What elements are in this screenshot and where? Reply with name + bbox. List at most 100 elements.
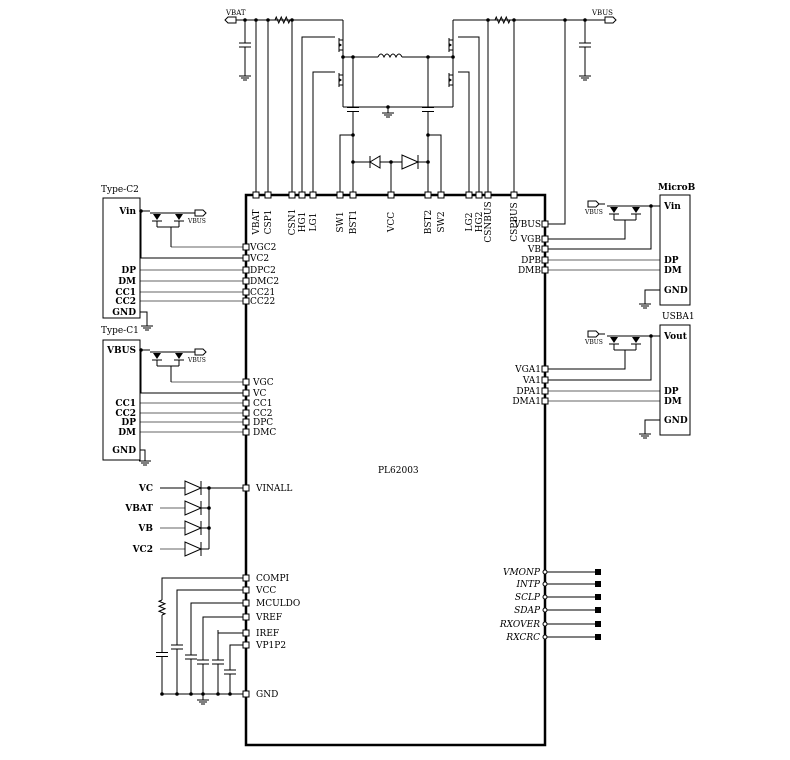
test-point [595,594,601,600]
pin-pad [242,418,250,426]
pin-pad [387,191,395,199]
junction-dot [426,133,430,137]
pin-pad [242,428,250,436]
pin-label-bst1: BST1 [349,210,359,235]
junction-dot [290,18,294,22]
pin-label-cspbus: CSPBUS [510,202,520,241]
microb-pin-dm: DM [664,266,682,276]
pin-pad [336,191,344,199]
pin-pad [541,235,549,243]
type-c1-pin-dm: DM [118,428,136,438]
junction-dot [254,18,258,22]
signal-intp: INTP [516,580,541,590]
pin-pad [242,378,250,386]
test-point [595,607,601,613]
pin-label-dpb: DPB [521,256,541,266]
pin-pad [510,191,518,199]
pin-label-lg2: LG2 [465,213,475,232]
pin-pad [541,245,549,253]
inductor [377,53,403,59]
resistor [274,15,291,25]
pin-label-dmc2: DMC2 [250,277,279,287]
signal-rxcrc: RXCRC [505,633,540,643]
mosfet-icon [610,207,618,213]
junction-dot [207,526,211,530]
pin-label-compi: COMPI [256,574,290,584]
pin-pad [252,191,260,199]
pin-pad [542,621,548,627]
wire [161,577,243,600]
microb-pin-gnd: GND [664,286,688,296]
type-c1-pin-cc1: CC1 [115,399,136,409]
pin-label-sw2: SW2 [437,211,447,232]
pin-label-gnd: GND [256,690,278,700]
type-c2-pin-cc1: CC1 [115,288,136,298]
wire [217,630,243,634]
junction-dot [426,160,430,164]
pin-label-bst2: BST2 [424,210,434,235]
type-c2-pin-cc2: CC2 [115,297,136,307]
pin-pad [242,574,250,582]
pin-pad [242,586,250,594]
pin-label-lg1: LG1 [309,213,319,232]
diode-input-vc: VC [138,484,153,494]
pin-pad [242,484,250,492]
diode-icon [401,154,420,170]
pin-pad [541,397,549,405]
mosfet-icon [610,337,618,343]
chip-name: PL62003 [378,466,419,476]
mosfet-icon [632,207,640,213]
type-c1-pin-vbus: VBUS [106,346,136,356]
pin-label-dpc: DPC [253,418,273,428]
pin-label-vc2: VC2 [249,254,269,264]
pin-pad [242,641,250,649]
junction-dot [512,18,516,22]
junction-dot [201,692,205,696]
pin-pad [242,277,250,285]
test-point [595,621,601,627]
wire [644,419,660,428]
diode-icon [184,480,203,496]
diode-input-vc2: VC2 [132,545,153,555]
pin-label-csp1: CSP1 [264,210,274,235]
pin-pad [242,243,250,251]
pin-pad [541,365,549,373]
pin-label-vgb: VGB [520,235,542,245]
mosfet-icon [175,214,183,220]
diode-icon [369,155,381,169]
resistor [157,599,167,616]
pin-pad [242,297,250,305]
mosfet-icon [449,43,452,47]
junction-dot [389,160,393,164]
pin-label-vbus: VBUS [513,220,541,230]
wire [140,211,243,259]
junction-dot [266,18,270,22]
pin-label-dmc: DMC [253,428,276,438]
pin-pad [309,191,317,199]
test-point [595,569,601,575]
type-c2-pin-dm: DM [118,277,136,287]
pin-label-vgc2: VGC2 [249,243,276,253]
usba1-connector [659,324,691,436]
wire [548,206,652,250]
usba1-pin-dp: DP [664,387,679,397]
type-c1-pin-cc2: CC2 [115,409,136,419]
type-c2-pin-dp: DP [121,266,136,276]
pin-label-dpc2: DPC2 [250,266,276,276]
usba1-pin-dm: DM [664,397,682,407]
microb-pin-vin: Vin [663,202,681,212]
vbat-terminal-label: VBAT [225,9,246,17]
wire [644,289,660,298]
pin-pad [542,634,548,640]
pin-pad [242,288,250,296]
junction-dot [351,160,355,164]
mosfet-icon [449,78,452,82]
diode-input-vb: VB [137,524,153,534]
type-c2-pin-gnd: GND [112,308,136,318]
junction-dot [386,105,390,109]
microb-connector [659,194,691,306]
wire [140,350,243,394]
pin-pad [542,569,548,575]
junction-dot [189,692,193,696]
junction-dot [426,55,430,59]
